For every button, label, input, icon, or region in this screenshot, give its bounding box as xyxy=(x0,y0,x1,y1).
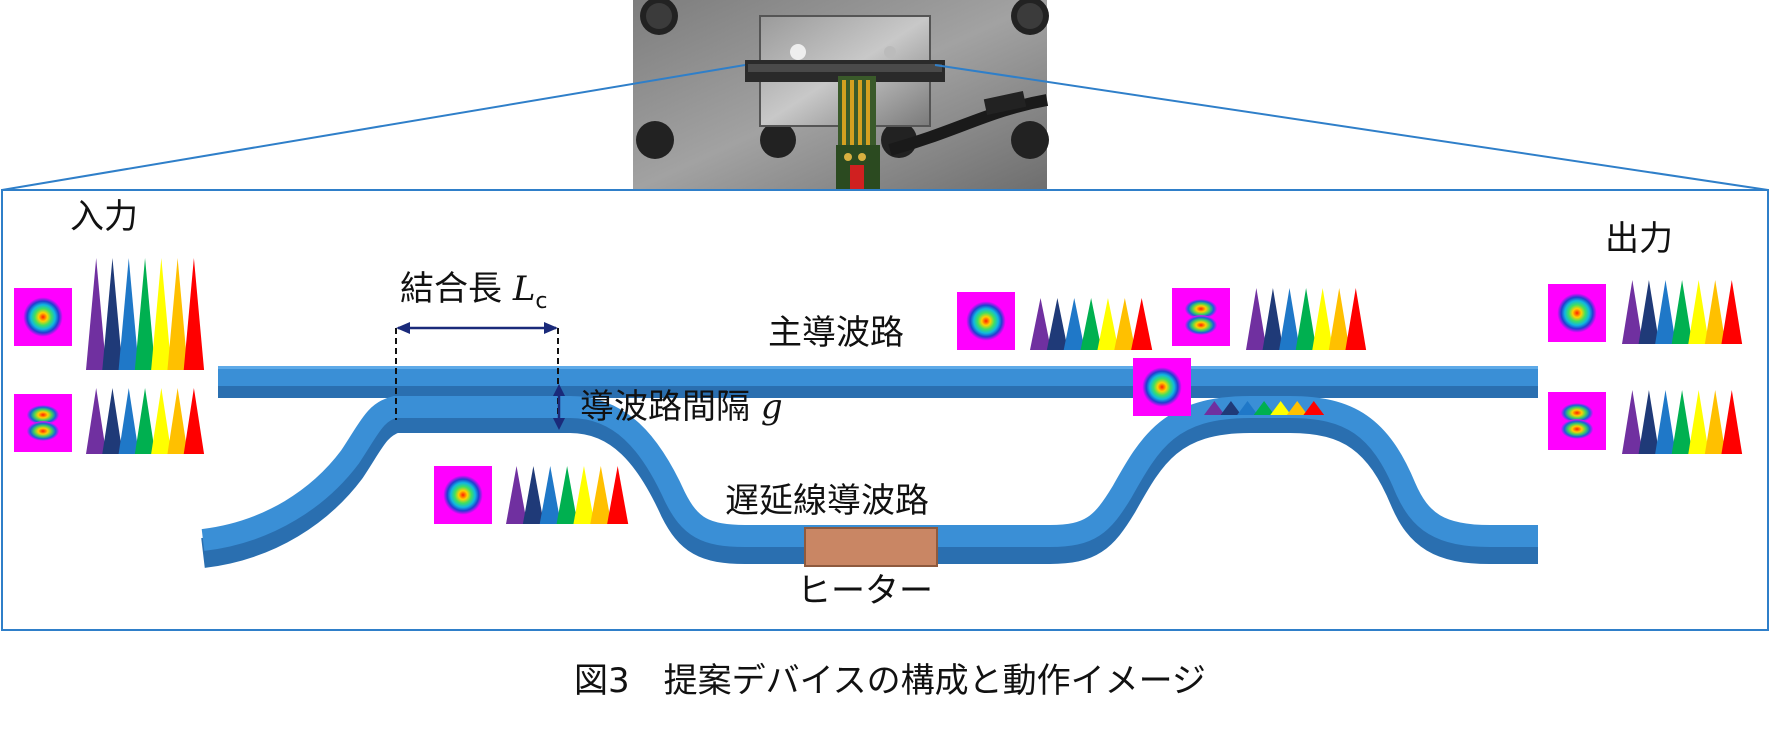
coupling-length-label: 結合長 Lc xyxy=(400,272,548,313)
wavelength-spectrum-icon xyxy=(86,258,205,370)
wavelength-spectrum-icon xyxy=(1622,390,1743,454)
fundamental-mode-profile-icon xyxy=(1548,284,1606,342)
higher-order-mode-profile-icon xyxy=(1548,392,1606,450)
heater xyxy=(804,527,938,567)
fundamental-mode-profile-icon xyxy=(434,466,492,524)
main-waveguide xyxy=(218,366,1538,398)
main-waveguide-label: 主導波路 xyxy=(768,313,904,353)
higher-order-mode-profile-icon xyxy=(1172,288,1230,346)
gap-arrow xyxy=(553,384,565,430)
gap-symbol: g xyxy=(760,387,783,427)
gap-label-text: 導波路間隔 xyxy=(580,387,750,427)
gap-label: 導波路間隔 g xyxy=(580,390,783,424)
small-spectrum-icon xyxy=(1204,401,1325,415)
fundamental-mode-profile-icon xyxy=(1133,358,1191,416)
higher-order-mode-profile-icon xyxy=(14,394,72,452)
output-label: 出力 xyxy=(1605,219,1673,259)
wavelength-spectrum-icon xyxy=(1622,280,1743,344)
input-label: 入力 xyxy=(70,197,138,237)
coupling-length-symbol: L xyxy=(512,269,536,309)
coupling-length-arrow xyxy=(395,322,559,420)
device-photo xyxy=(633,0,1049,190)
wavelength-spectrum-icon xyxy=(1030,298,1153,350)
fundamental-mode-profile-icon xyxy=(957,292,1015,350)
coupling-length-subscript: c xyxy=(535,288,548,314)
wavelength-spectrum-icon xyxy=(1246,288,1367,350)
figure-caption: 図3 提案デバイスの構成と動作イメージ xyxy=(574,661,1206,701)
heater-label: ヒーター xyxy=(797,571,933,611)
delay-line-waveguide xyxy=(200,396,1538,568)
diagram-frame xyxy=(1,189,1769,631)
fundamental-mode-profile-icon xyxy=(14,288,72,346)
coupling-length-text: 結合長 xyxy=(400,269,502,309)
delay-waveguide-label: 遅延線導波路 xyxy=(725,481,929,521)
wavelength-spectrum-icon xyxy=(506,466,629,524)
wavelength-spectrum-icon xyxy=(86,388,205,454)
